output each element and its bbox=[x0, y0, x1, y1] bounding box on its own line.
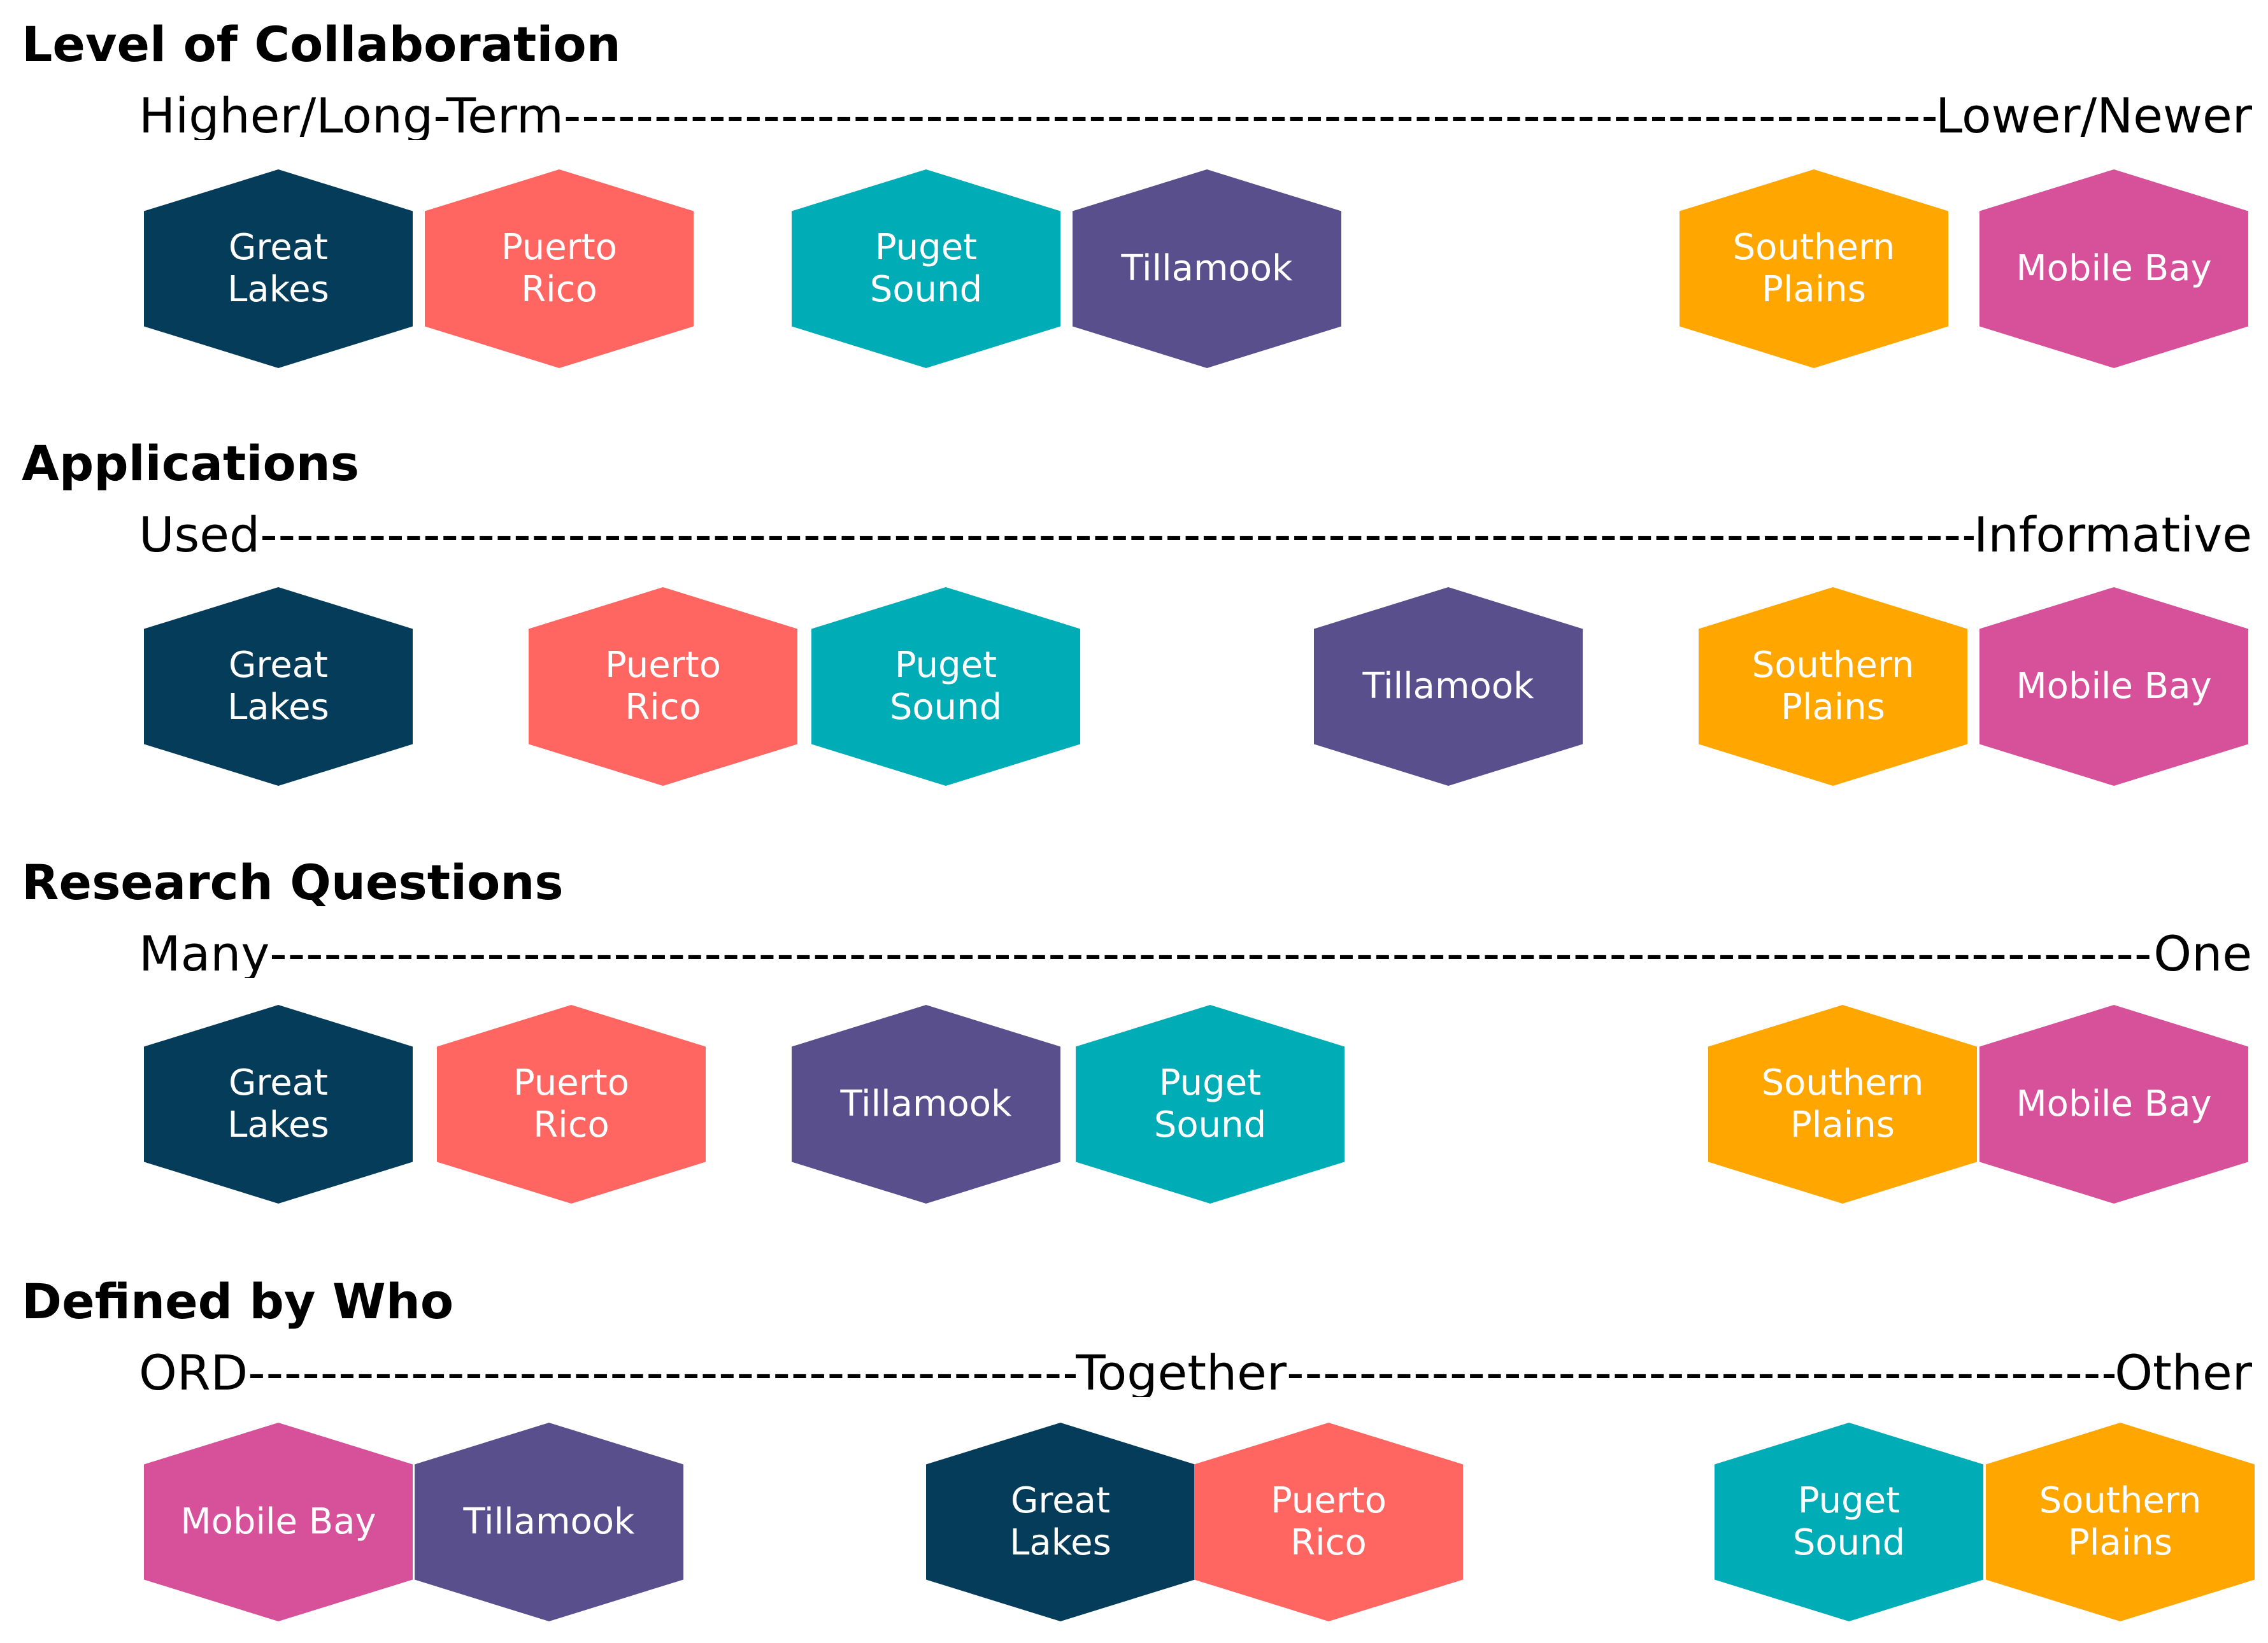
scale-line: Many -----------------------------------… bbox=[139, 930, 2252, 978]
site-hexagon: Puerto Rico bbox=[529, 587, 797, 786]
site-hexagon: Mobile Bay bbox=[1979, 1005, 2248, 1204]
site-label: Puerto Rico bbox=[605, 644, 721, 728]
scale-left-label: Higher/Long-Term bbox=[139, 92, 564, 140]
scale-right-label: Lower/Newer bbox=[1935, 92, 2252, 140]
site-hexagon: Mobile Bay bbox=[1979, 587, 2248, 786]
site-label: Southern Plains bbox=[2039, 1480, 2202, 1563]
site-hexagon: Tillamook bbox=[1314, 587, 1583, 786]
scale-dashes: ----------------------------------------… bbox=[1287, 1349, 2115, 1397]
scale-left-label: ORD bbox=[139, 1349, 248, 1397]
site-label: Mobile Bay bbox=[2016, 665, 2212, 707]
site-label: Southern Plains bbox=[1761, 1062, 1924, 1146]
site-hexagon: Southern Plains bbox=[1986, 1423, 2255, 1621]
scale-line: Higher/Long-Term -----------------------… bbox=[139, 92, 2252, 140]
site-label: Mobile Bay bbox=[180, 1501, 376, 1542]
site-label: Puerto Rico bbox=[513, 1062, 629, 1146]
scale-right-label: Other bbox=[2115, 1349, 2252, 1397]
scale-dashes: ----------------------------------------… bbox=[260, 511, 1974, 559]
site-label: Puget Sound bbox=[1153, 1062, 1267, 1146]
site-label: Tillamook bbox=[463, 1501, 635, 1542]
site-label: Great Lakes bbox=[227, 227, 329, 310]
scale-line: Used -----------------------------------… bbox=[139, 511, 2252, 559]
site-label: Puget Sound bbox=[1792, 1480, 1906, 1563]
scale-dashes: ----------------------------------------… bbox=[269, 930, 2153, 978]
site-label: Puerto Rico bbox=[1271, 1480, 1387, 1563]
scale-right-label: Informative bbox=[1974, 511, 2252, 559]
site-hexagon: Tillamook bbox=[415, 1423, 683, 1621]
site-label: Great Lakes bbox=[1009, 1480, 1111, 1563]
site-hexagon: Great Lakes bbox=[926, 1423, 1195, 1621]
site-hexagon: Puget Sound bbox=[811, 587, 1080, 786]
site-label: Puget Sound bbox=[889, 644, 1002, 728]
site-hexagon: Tillamook bbox=[792, 1005, 1060, 1204]
site-label: Great Lakes bbox=[227, 644, 329, 728]
section-title: Applications bbox=[22, 435, 359, 492]
scale-left-label: Many bbox=[139, 930, 270, 978]
scale-middle-label: Together bbox=[1076, 1349, 1287, 1397]
site-label: Great Lakes bbox=[227, 1062, 329, 1146]
site-label: Mobile Bay bbox=[2016, 248, 2212, 289]
site-hexagon: Great Lakes bbox=[144, 169, 413, 368]
site-hexagon: Puget Sound bbox=[792, 169, 1060, 368]
site-hexagon: Mobile Bay bbox=[1979, 169, 2248, 368]
section-title: Research Questions bbox=[22, 854, 564, 911]
site-hexagon: Mobile Bay bbox=[144, 1423, 413, 1621]
section-title: Level of Collaboration bbox=[22, 16, 621, 73]
site-hexagon: Tillamook bbox=[1073, 169, 1341, 368]
site-hexagon: Puerto Rico bbox=[425, 169, 694, 368]
site-hexagon: Great Lakes bbox=[144, 587, 413, 786]
site-hexagon: Southern Plains bbox=[1699, 587, 1967, 786]
scale-left-label: Used bbox=[139, 511, 260, 559]
site-hexagon: Great Lakes bbox=[144, 1005, 413, 1204]
site-label: Puerto Rico bbox=[501, 227, 617, 310]
site-label: Southern Plains bbox=[1751, 644, 1915, 728]
site-hexagon: Southern Plains bbox=[1680, 169, 1948, 368]
site-label: Tillamook bbox=[1121, 248, 1293, 289]
site-hexagon: Puerto Rico bbox=[1194, 1423, 1463, 1621]
scale-right-label: One bbox=[2153, 930, 2252, 978]
section-title: Defined by Who bbox=[22, 1273, 454, 1330]
site-label: Mobile Bay bbox=[2016, 1083, 2212, 1125]
site-label: Puget Sound bbox=[869, 227, 983, 310]
site-hexagon: Puget Sound bbox=[1076, 1005, 1344, 1204]
site-hexagon: Puget Sound bbox=[1715, 1423, 1983, 1621]
scale-dashes: ----------------------------------------… bbox=[248, 1349, 1076, 1397]
site-label: Tillamook bbox=[840, 1083, 1012, 1125]
site-hexagon: Puerto Rico bbox=[437, 1005, 706, 1204]
scale-dashes: ----------------------------------------… bbox=[563, 92, 1936, 140]
site-label: Tillamook bbox=[1362, 665, 1534, 707]
site-hexagon: Southern Plains bbox=[1708, 1005, 1977, 1204]
site-label: Southern Plains bbox=[1732, 227, 1895, 310]
scale-line: ORD ------------------------------------… bbox=[139, 1349, 2252, 1397]
